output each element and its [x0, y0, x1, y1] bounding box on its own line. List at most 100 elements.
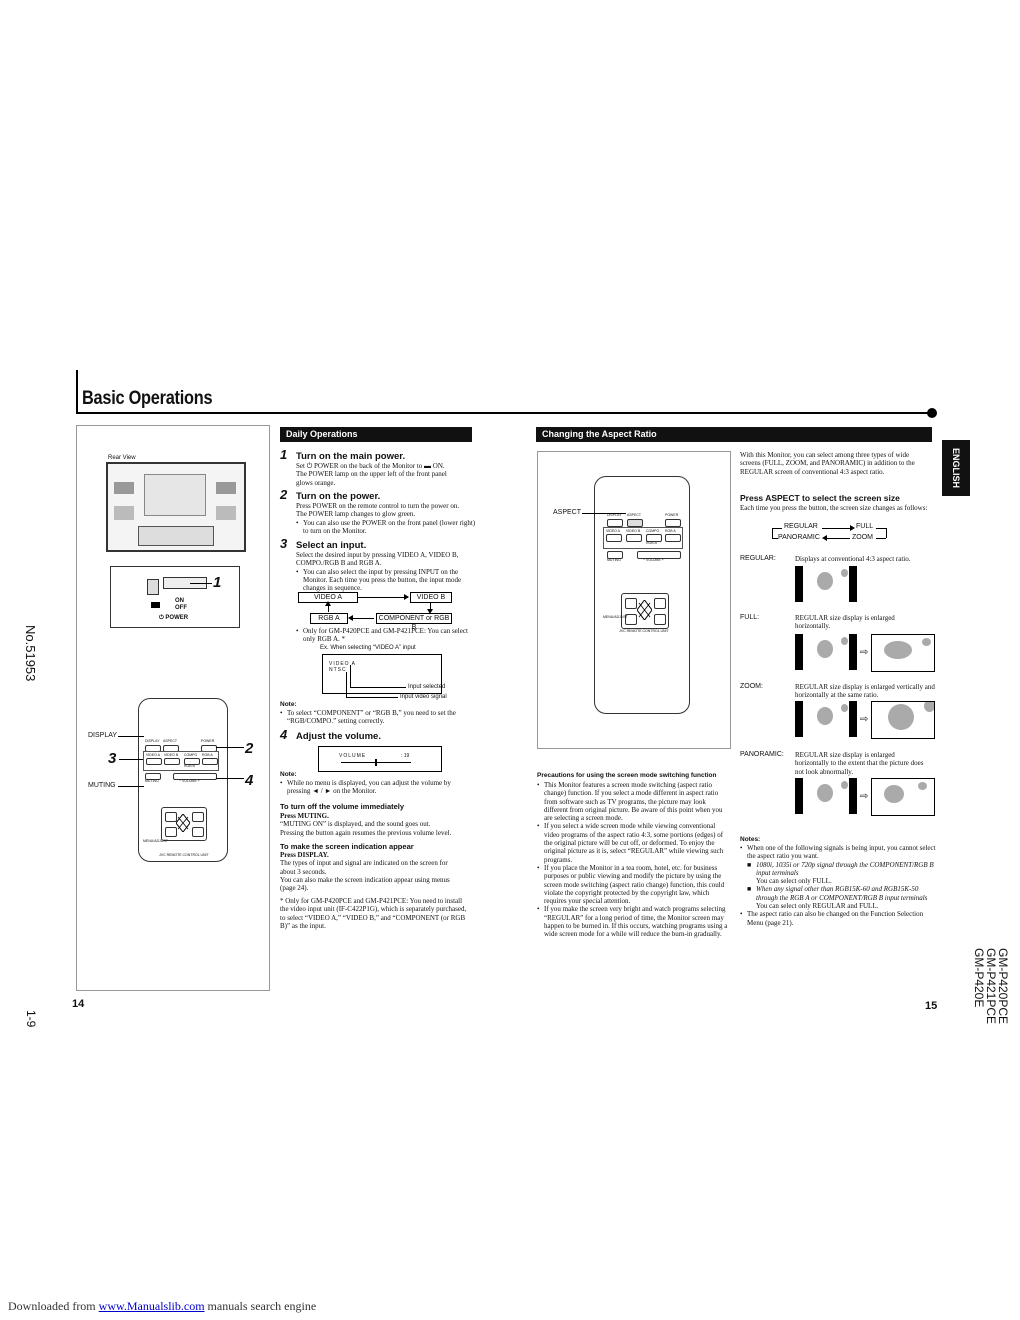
remote-dpad-center [175, 813, 191, 833]
remote-r-dpad-up-right[interactable] [654, 598, 666, 609]
screen-indication-line-3: You can also make the screen indication … [280, 875, 450, 884]
on-mark [151, 602, 160, 608]
rear-center-panel [144, 474, 206, 516]
remote-r-aspect-label: ASPECT [627, 513, 642, 517]
remote-r-dpad-down-right[interactable] [654, 614, 666, 625]
remote-r-power-button[interactable] [665, 519, 681, 527]
remote-compo-button[interactable] [184, 758, 200, 765]
mode-full-desc: REGULAR size display is enlarged horizon… [795, 614, 895, 631]
side-model-1: GM-P420PCE [996, 948, 1010, 1025]
remote-r-video-a-button[interactable] [606, 534, 622, 542]
step-4-heading: Adjust the volume. [296, 731, 381, 742]
remote-rgb-a-button[interactable] [202, 758, 218, 765]
side-model-3: GM-P420E [972, 948, 986, 1008]
aspect-label: ASPECT [553, 509, 582, 516]
zoom-balloon-before-small [841, 704, 848, 712]
muting-callout-line [118, 786, 144, 787]
zoom-balloon-before-large [817, 707, 833, 725]
panoramic-picture-before [803, 778, 849, 814]
input-video-b: VIDEO B [410, 592, 452, 603]
precautions-heading: Precautions for using the screen mode sw… [537, 772, 717, 779]
remote-r-video-b-button[interactable] [626, 534, 642, 542]
example-osd-box: VIDEO A NTSC [322, 654, 442, 694]
aspect-cycle-regular: REGULAR [784, 523, 818, 530]
remote-dpad-down-right[interactable] [192, 827, 204, 837]
off-label: OFF [175, 605, 187, 611]
remote-dpad[interactable] [161, 807, 207, 841]
mode-regular-desc: Displays at conventional 4:3 aspect rati… [795, 555, 911, 563]
precaution-item-2-text: If you select a wide screen mode while v… [544, 822, 724, 864]
remote-r-dpad-down-left[interactable] [625, 614, 637, 625]
step-3-bullet-text: You can also select the input by pressin… [303, 567, 462, 593]
step-1-body: Set ⏻ POWER on the back of the Monitor t… [296, 462, 476, 487]
remote-muting-button[interactable] [145, 773, 161, 780]
remote-r-display-button[interactable] [607, 519, 623, 527]
remote-r-muting-button[interactable] [607, 551, 623, 559]
turn-off-volume-press: Press MUTING. [280, 812, 329, 820]
power-label: ⏻ POWER [159, 615, 189, 621]
step-4-number: 4 [280, 727, 288, 742]
step-3-line-2: COMPO./RGB B and RGB A. [296, 559, 382, 568]
callout-4: 4 [245, 772, 254, 789]
notes-right-item-2: •The aspect ratio can also be changed on… [740, 910, 936, 927]
mode-zoom-desc: REGULAR size display is enlarged vertica… [795, 683, 935, 700]
arrow-rgb-a-up-head [325, 601, 331, 606]
remote-dpad-up-right[interactable] [192, 812, 204, 822]
regular-screen [795, 566, 857, 602]
panoramic-balloon-before-small [841, 781, 848, 789]
step-3-body: Select the desired input by pressing VID… [296, 551, 476, 592]
panoramic-balloon-after-large [884, 785, 904, 803]
panoramic-balloon-after-small [918, 782, 927, 790]
remote-display-label: DISPLAY [145, 739, 160, 743]
precaution-item-1-text: This Monitor features a screen mode swit… [544, 781, 723, 823]
step-2-line-2: The POWER lamp changes to glow green. [296, 510, 416, 519]
remote-video-b-button[interactable] [164, 758, 180, 765]
remote-r-aspect-button[interactable] [627, 519, 643, 527]
precaution-item-3-text: If you place the Monitor in a tea room, … [544, 863, 725, 906]
rear-vent-left-2 [114, 506, 134, 520]
callout-1-line [190, 583, 212, 584]
arrow-c-to-rgb-a [352, 618, 374, 619]
example-leader-2-h [346, 697, 398, 698]
rear-vent-right [216, 482, 236, 494]
notes-right-sub-1: ■1080i, 1035i or 720p signal through the… [740, 861, 936, 878]
remote-volume-button[interactable] [173, 773, 217, 780]
zoom-screen-before [795, 701, 857, 737]
muting-label: MUTING [88, 782, 116, 789]
notes-right-item-2-text: The aspect ratio can also be changed on … [747, 910, 924, 927]
callout-1: 1 [213, 574, 222, 591]
step-2-bullet: •You can also use the POWER on the front… [296, 518, 476, 535]
remote-r-power-label: POWER [665, 513, 679, 517]
notes-right-sub-1-result: You can select only FULL. [756, 877, 832, 886]
arrow-c-to-rgb-a-head [348, 615, 353, 621]
remote-r-dpad[interactable] [621, 593, 669, 629]
aspect-cycle-left-h [772, 528, 782, 529]
remote-dpad-down-left[interactable] [165, 827, 177, 837]
remote-power-label: POWER [201, 739, 215, 743]
notes-right-list: •When one of the following signals is be… [740, 844, 936, 927]
only-for-note-text: Only for GM-P420PCE and GM-P421PCE: You … [303, 627, 468, 644]
language-tab-label: ENGLISH [951, 447, 961, 489]
screen-indication-line-2: about 3 seconds. [280, 867, 327, 876]
remote-r-volume-button[interactable] [637, 551, 681, 559]
example-input-signal: Input video signal [400, 694, 447, 700]
precaution-item-4-text: If you make the screen very bright and w… [544, 905, 728, 939]
remote-r-compo-button[interactable] [646, 534, 662, 542]
remote-compo-label: COMPO [184, 753, 198, 757]
remote-r-rgb-a-button[interactable] [665, 534, 681, 542]
aspect-arrow-regular-full [822, 528, 852, 529]
remote-video-a-button[interactable] [146, 758, 162, 765]
notes-right-label: Notes: [740, 836, 761, 843]
remote-r-compo-label: COMPO [646, 529, 660, 533]
turn-off-volume-body: Press MUTING. “MUTING ON” is displayed, … [280, 812, 476, 837]
screen-indication-heading: To make the screen indication appear [280, 842, 414, 851]
footer-suffix: manuals search engine [204, 1299, 317, 1313]
footer-link[interactable]: www.Manualslib.com [98, 1299, 205, 1313]
full-balloon-before-large [817, 640, 833, 658]
remote-dpad-up-left[interactable] [165, 812, 177, 822]
regular-balloon-small [841, 569, 848, 577]
press-aspect-text: Each time you press the button, the scre… [740, 504, 928, 512]
remote-r-dpad-up-left[interactable] [625, 598, 637, 609]
aspect-cycle-right-h [876, 528, 886, 529]
turn-off-volume-line-2: Pressing the button again resumes the pr… [280, 828, 452, 837]
